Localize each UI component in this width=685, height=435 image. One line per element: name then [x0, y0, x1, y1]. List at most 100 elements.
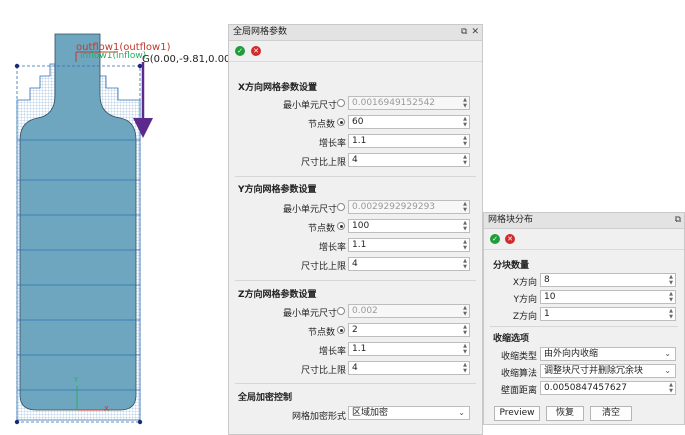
spin-arrows-icon[interactable]: ▲▼ — [669, 308, 673, 320]
divider — [235, 280, 476, 281]
shrink-type-label: 收缩类型 — [500, 352, 537, 362]
y-growth-input[interactable]: 1.1▲▼ — [348, 238, 470, 252]
y-min-size-radio[interactable] — [337, 203, 345, 211]
refine-form-select[interactable]: 区域加密⌄ — [348, 406, 470, 420]
bbox-handle — [14, 419, 20, 425]
x-nodes-radio[interactable] — [337, 118, 345, 126]
z-nodes-radio[interactable] — [337, 326, 345, 334]
outflow-label: outflow1(outflow1) — [76, 42, 171, 53]
y-ratio-input[interactable]: 4▲▼ — [348, 257, 470, 271]
count-section-title: 分块数量 — [493, 261, 530, 271]
x-growth-label: 增长率 — [318, 139, 346, 149]
z-nodes-label: 节点数 — [307, 328, 335, 338]
y-nodes-radio[interactable] — [337, 222, 345, 230]
y-ratio-label: 尺寸比上限 — [300, 262, 346, 272]
wall-distance-label: 壁面距离 — [500, 386, 537, 396]
bottle-body — [19, 33, 137, 411]
z-min-size-input[interactable]: 0.002▲▼ — [348, 304, 470, 318]
spin-arrows-icon[interactable]: ▲▼ — [463, 154, 467, 166]
x-min-size-input[interactable]: 0.0016949152542▲▼ — [348, 96, 470, 110]
y-min-size-input[interactable]: 0.0029292929293▲▼ — [348, 200, 470, 214]
axis-x-label: X — [104, 405, 109, 413]
x-ratio-label: 尺寸比上限 — [300, 158, 346, 168]
bbox-handle — [137, 63, 143, 69]
shrink-section-title: 收缩选项 — [493, 334, 530, 344]
z-min-size-radio[interactable] — [337, 307, 345, 315]
z-min-size-label: 最小单元尺寸 — [282, 309, 337, 319]
axis-y-label: Y — [74, 376, 79, 384]
divider — [490, 326, 678, 327]
x-ratio-input[interactable]: 4▲▼ — [348, 153, 470, 167]
cancel-icon[interactable]: ✕ — [251, 46, 261, 56]
x-min-size-radio[interactable] — [337, 99, 345, 107]
gravity-arrow-head — [133, 118, 153, 138]
shrink-algo-label: 收缩算法 — [500, 369, 537, 379]
z-growth-input[interactable]: 1.1▲▼ — [348, 342, 470, 356]
spin-arrows-icon[interactable]: ▲▼ — [463, 324, 467, 336]
spin-arrows-icon[interactable]: ▲▼ — [463, 258, 467, 270]
z-nodes-input[interactable]: 2▲▼ — [348, 323, 470, 337]
gravity-label: G(0.00,-9.81,0.00) — [142, 54, 228, 65]
x-growth-input[interactable]: 1.1▲▼ — [348, 134, 470, 148]
spin-arrows-icon[interactable]: ▲▼ — [669, 382, 673, 394]
block-distribution-panel: 网格块分布 ⧉ ✓ ✕ 分块数量 X方向 8▲▼ Y方向 10▲▼ Z方向 1▲… — [483, 212, 685, 425]
spin-arrows-icon[interactable]: ▲▼ — [463, 97, 467, 109]
mesh-canvas[interactable] — [0, 0, 228, 435]
close-icon[interactable]: ✕ — [471, 27, 479, 37]
block-panel-toolbar: ✓ ✕ — [484, 229, 684, 250]
clear-button[interactable]: 清空 — [590, 406, 632, 421]
spin-arrows-icon[interactable]: ▲▼ — [463, 201, 467, 213]
confirm-icon[interactable]: ✓ — [235, 46, 245, 56]
y-growth-label: 增长率 — [318, 243, 346, 253]
confirm-icon[interactable]: ✓ — [490, 234, 500, 244]
bbox-handle — [137, 419, 143, 425]
3d-viewport[interactable]: outflow1(outflow1) inflow1(inflow) G(0.0… — [0, 0, 228, 435]
block-y-input[interactable]: 10▲▼ — [540, 290, 676, 304]
z-ratio-input[interactable]: 4▲▼ — [348, 361, 470, 375]
shrink-type-select[interactable]: 由外向内收缩⌄ — [540, 347, 676, 361]
y-min-size-label: 最小单元尺寸 — [282, 205, 337, 215]
block-panel-title-bar: 网格块分布 ⧉ — [484, 213, 684, 229]
y-section-title: Y方向网格参数设置 — [238, 185, 317, 195]
spin-arrows-icon[interactable]: ▲▼ — [463, 362, 467, 374]
spin-arrows-icon[interactable]: ▲▼ — [463, 116, 467, 128]
x-nodes-input[interactable]: 60▲▼ — [348, 115, 470, 129]
global-panel-title: 全局网格参数 — [233, 27, 288, 37]
float-icon[interactable]: ⧉ — [674, 215, 681, 225]
refine-section-title: 全局加密控制 — [238, 393, 293, 403]
wall-distance-input[interactable]: 0.0050847457627▲▼ — [540, 381, 676, 395]
y-nodes-label: 节点数 — [307, 224, 335, 234]
divider — [235, 176, 476, 177]
block-x-input[interactable]: 8▲▼ — [540, 273, 676, 287]
block-z-label: Z方向 — [512, 312, 537, 322]
spin-arrows-icon[interactable]: ▲▼ — [463, 239, 467, 251]
bounding-box — [16, 65, 141, 423]
preview-button[interactable]: Preview — [494, 406, 540, 421]
block-z-input[interactable]: 1▲▼ — [540, 307, 676, 321]
spin-arrows-icon[interactable]: ▲▼ — [463, 305, 467, 317]
divider — [235, 383, 476, 384]
float-icon[interactable]: ⧉ — [461, 27, 468, 37]
block-panel-title: 网格块分布 — [488, 215, 534, 225]
spin-arrows-icon[interactable]: ▲▼ — [669, 274, 673, 286]
bbox-handle — [14, 63, 20, 69]
spin-arrows-icon[interactable]: ▲▼ — [463, 343, 467, 355]
spin-arrows-icon[interactable]: ▲▼ — [463, 135, 467, 147]
global-mesh-panel: 全局网格参数 ⧉✕ ✓ ✕ X方向网格参数设置 最小单元尺寸 0.0016949… — [228, 24, 483, 435]
chevron-down-icon[interactable]: ⌄ — [458, 408, 465, 417]
shrink-algo-select[interactable]: 调整块尺寸并删除冗余块⌄ — [540, 364, 676, 378]
spin-arrows-icon[interactable]: ▲▼ — [669, 291, 673, 303]
block-y-label: Y方向 — [513, 295, 538, 305]
z-growth-label: 增长率 — [318, 347, 346, 357]
spin-arrows-icon[interactable]: ▲▼ — [463, 220, 467, 232]
chevron-down-icon[interactable]: ⌄ — [664, 349, 671, 358]
cancel-icon[interactable]: ✕ — [505, 234, 515, 244]
block-x-label: X方向 — [512, 278, 537, 288]
x-section-title: X方向网格参数设置 — [238, 83, 317, 93]
refine-form-label: 网格加密形式 — [291, 412, 346, 422]
restore-button[interactable]: 恢复 — [546, 406, 584, 421]
z-section-title: Z方向网格参数设置 — [238, 290, 317, 300]
x-min-size-label: 最小单元尺寸 — [282, 101, 337, 111]
chevron-down-icon[interactable]: ⌄ — [664, 366, 671, 375]
y-nodes-input[interactable]: 100▲▼ — [348, 219, 470, 233]
